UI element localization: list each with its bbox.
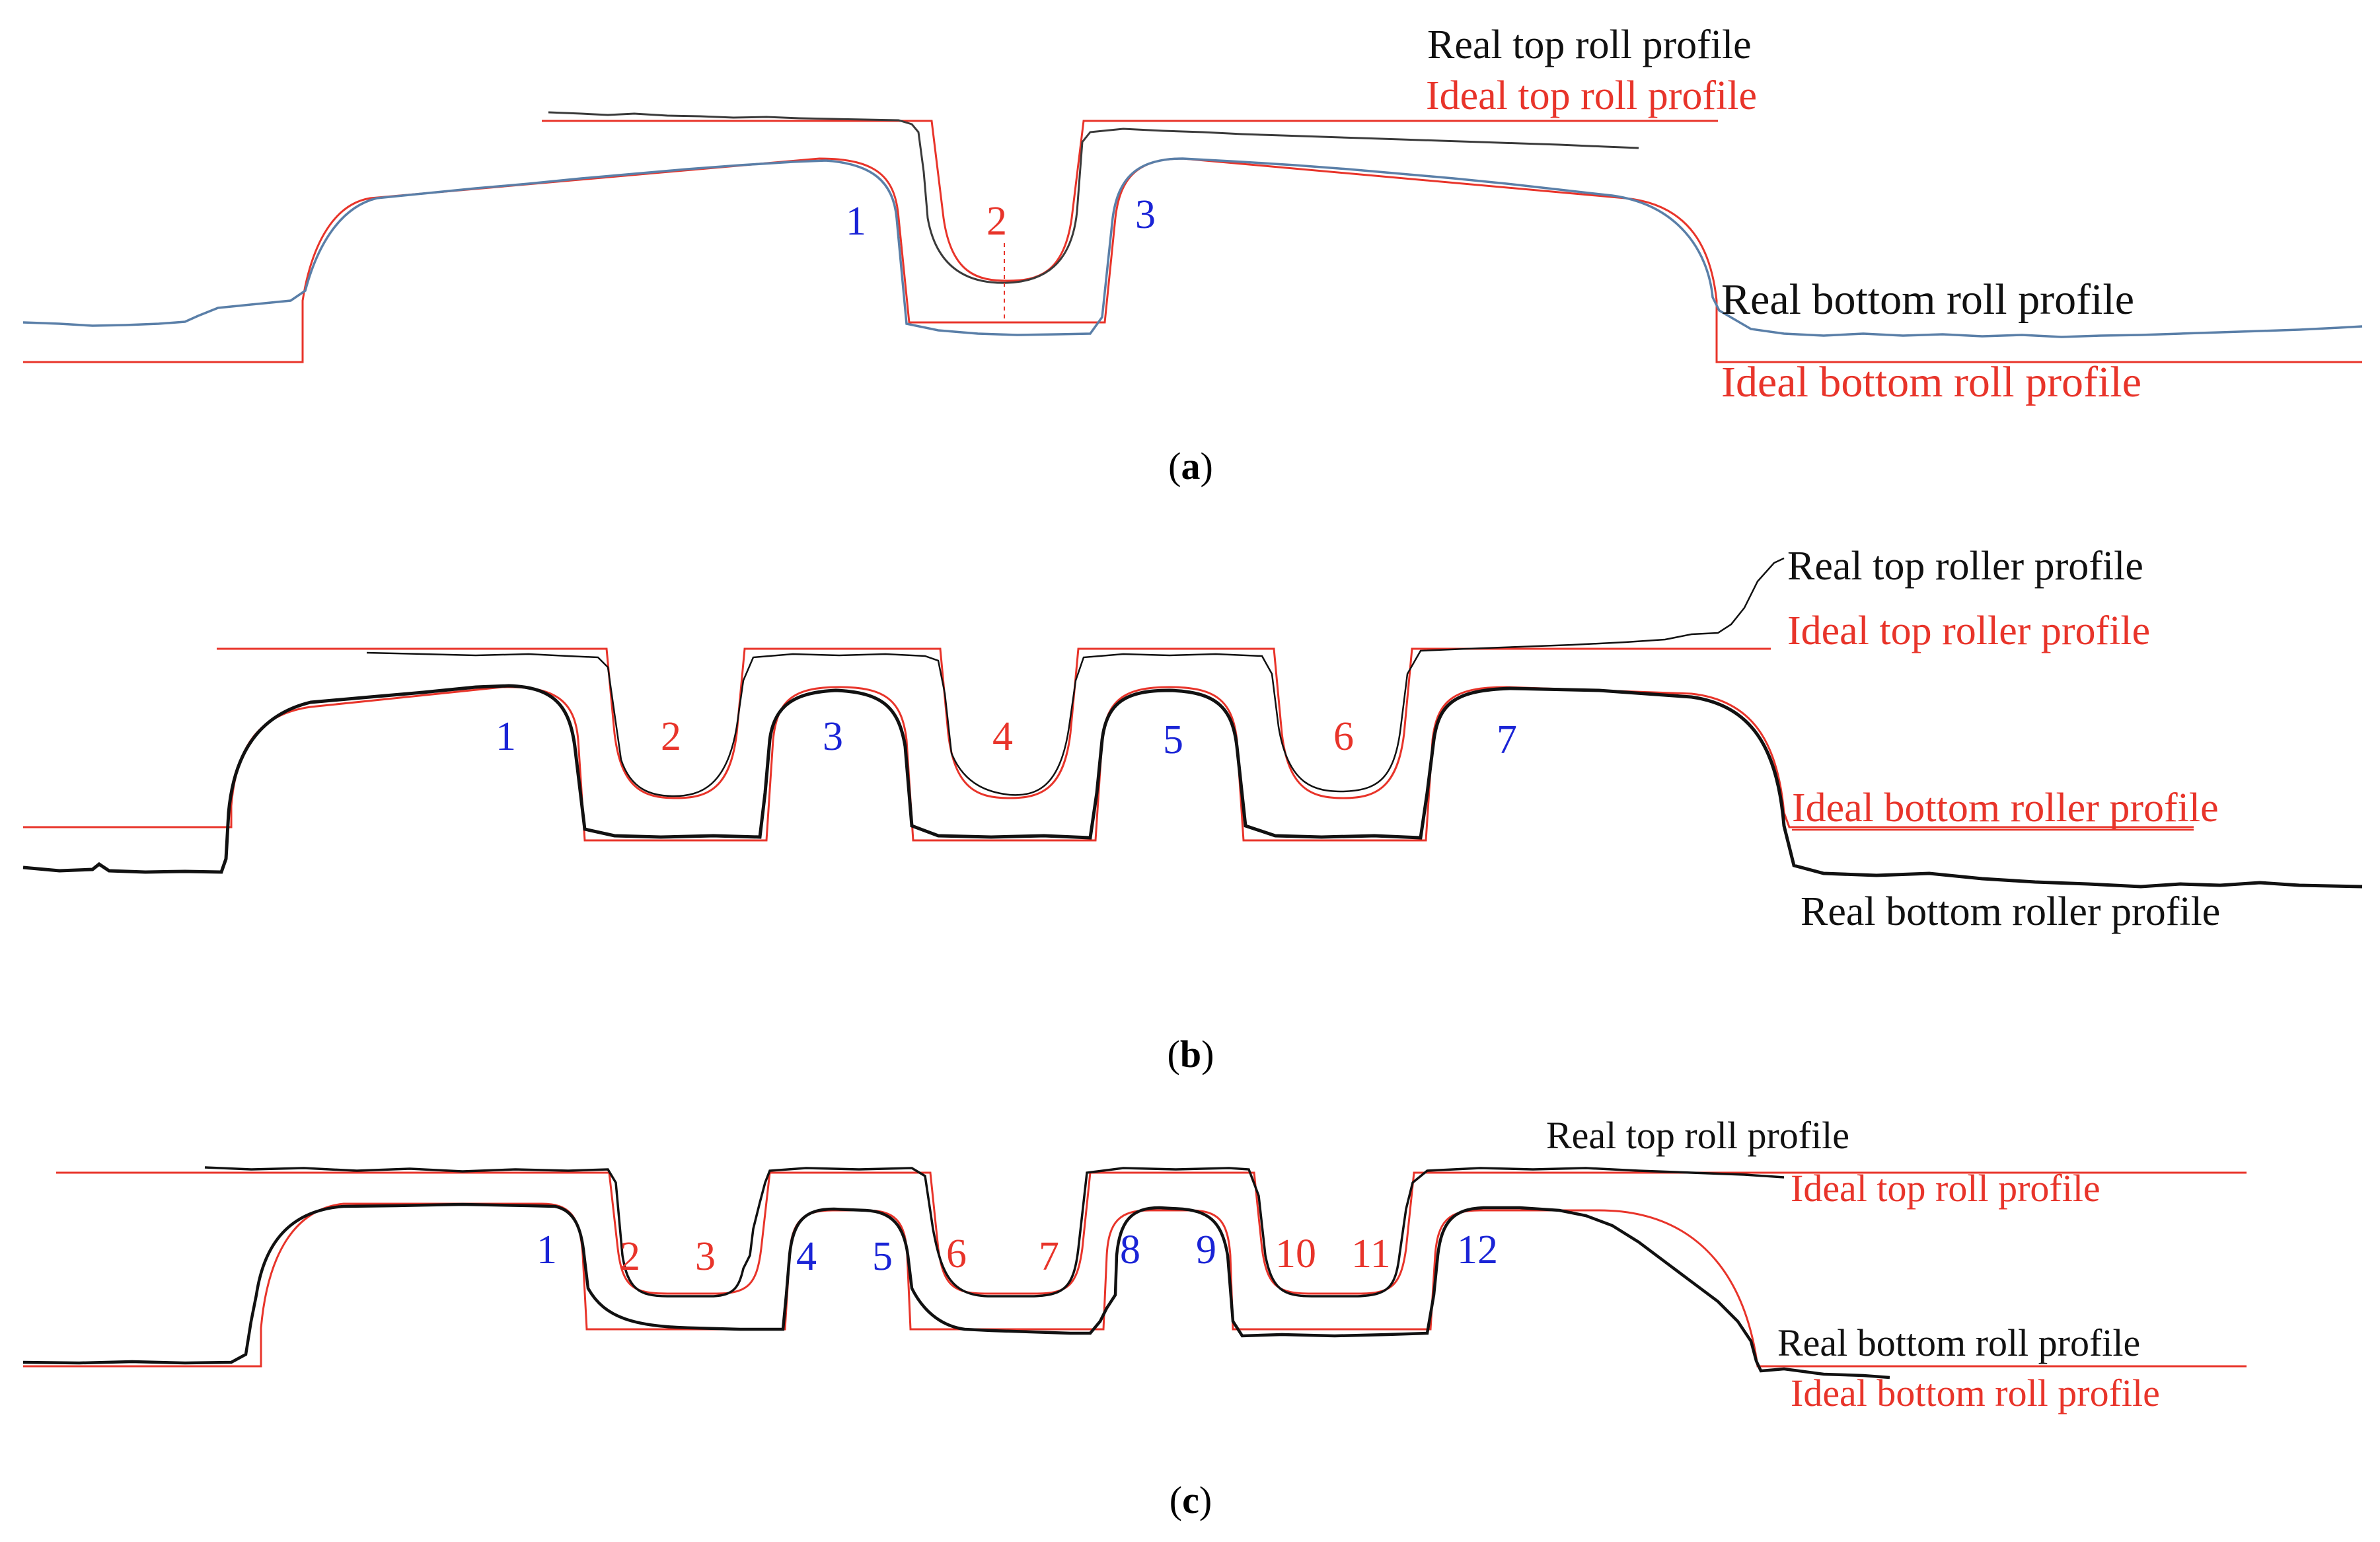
panel-a-label-real-top: Real top roll profile: [1427, 22, 1752, 67]
panel-a-number-2: 2: [986, 199, 1007, 244]
panel-a-number-3: 3: [1135, 192, 1156, 237]
panel-c: Real top roll profile Ideal top roll pro…: [22, 1114, 2247, 1522]
panel-b: Real top roller profile Ideal top roller…: [22, 544, 2363, 1076]
panel-b-label-real-top: Real top roller profile: [1787, 544, 2143, 589]
panel-c-number-9: 9: [1196, 1228, 1216, 1272]
panel-c-number-3: 3: [695, 1234, 716, 1279]
panel-c-number-1: 1: [537, 1228, 557, 1272]
panel-b-number-6: 6: [1333, 714, 1354, 759]
panel-c-real-bottom-profile: [22, 1202, 1890, 1379]
panel-a-real-top-profile: [548, 111, 1639, 284]
panel-a-ideal-bottom-profile: [23, 157, 2362, 363]
panel-b-number-5: 5: [1163, 717, 1183, 762]
panel-b-number-3: 3: [823, 714, 843, 759]
panel-c-number-5: 5: [872, 1234, 893, 1279]
panel-a-label-ideal-top: Ideal top roll profile: [1426, 73, 1757, 118]
panel-c-label-real-bottom: Real bottom roll profile: [1777, 1321, 2140, 1364]
panel-c-number-6: 6: [946, 1231, 967, 1276]
panel-c-ideal-top-profile: [56, 1171, 2247, 1295]
panel-b-real-top-profile: [366, 557, 1785, 797]
panel-a: Real top roll profile Ideal top roll pro…: [22, 22, 2363, 488]
panel-c-real-top-profile: [204, 1166, 1785, 1298]
panel-a-ideal-top-profile: [542, 120, 1718, 282]
panel-c-label-ideal-bottom: Ideal bottom roll profile: [1791, 1372, 2160, 1414]
panel-b-label-real-bottom: Real bottom roller profile: [1801, 889, 2220, 934]
panel-b-caption: (b): [1168, 1033, 1214, 1076]
panel-a-number-1: 1: [846, 199, 866, 244]
panel-b-ideal-top-profile: [217, 647, 1771, 799]
panel-b-number-1: 1: [496, 714, 516, 759]
panel-c-number-12: 12: [1457, 1228, 1498, 1272]
panel-c-number-10: 10: [1275, 1231, 1316, 1276]
panel-c-number-4: 4: [796, 1234, 817, 1279]
panel-c-number-7: 7: [1039, 1234, 1059, 1279]
panel-c-number-2: 2: [620, 1234, 640, 1279]
panel-b-number-2: 2: [661, 714, 681, 759]
panel-a-label-ideal-bottom: Ideal bottom roll profile: [1721, 358, 2141, 406]
panel-c-caption: (c): [1170, 1479, 1212, 1522]
panel-c-label-real-top: Real top roll profile: [1546, 1114, 1849, 1157]
panel-b-label-ideal-bottom: Ideal bottom roller profile: [1792, 786, 2219, 830]
panel-b-label-ideal-top: Ideal top roller profile: [1787, 608, 2150, 653]
panel-b-real-bottom-profile: [22, 684, 2363, 889]
panel-b-number-4: 4: [992, 714, 1013, 759]
panel-a-label-real-bottom: Real bottom roll profile: [1721, 275, 2134, 324]
panel-b-number-7: 7: [1497, 717, 1517, 762]
panel-a-caption: (a): [1168, 445, 1213, 488]
panel-c-ideal-bottom-profile: [23, 1202, 2247, 1368]
panel-c-number-11: 11: [1351, 1231, 1391, 1276]
panel-a-real-bottom-profile: [22, 157, 2363, 338]
panel-c-label-ideal-top: Ideal top roll profile: [1791, 1167, 2101, 1210]
panel-c-number-8: 8: [1120, 1228, 1140, 1272]
